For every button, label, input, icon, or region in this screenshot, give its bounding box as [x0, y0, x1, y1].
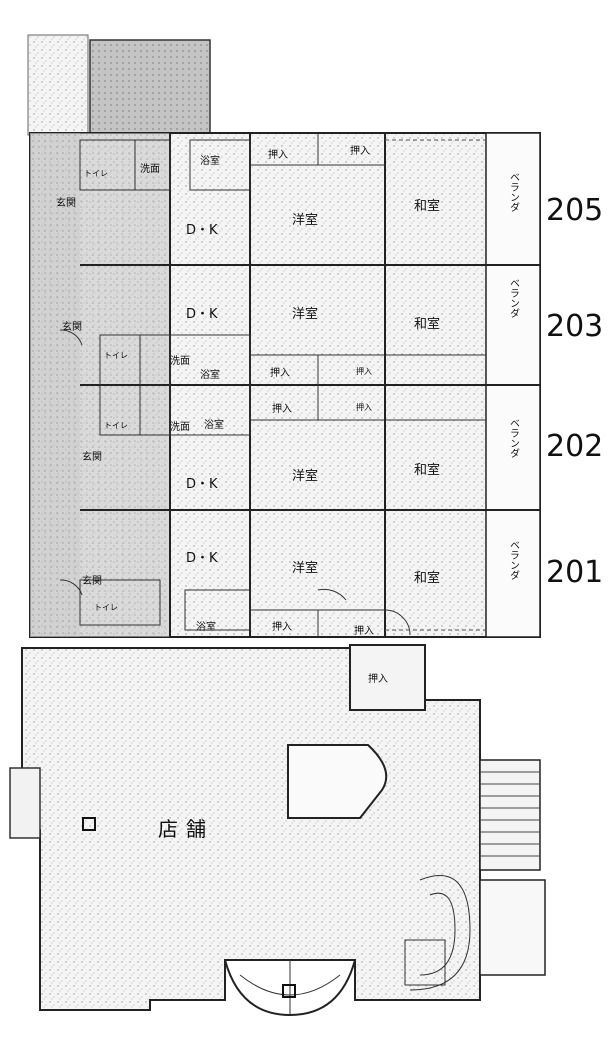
label-dk-203: D・K	[186, 307, 218, 322]
label-toilet-201: トイレ	[94, 603, 118, 612]
label-oshiire-201b: 押入	[354, 624, 374, 637]
top-left-wall-block	[27, 34, 89, 136]
shop-counter	[287, 744, 388, 819]
left-corridor	[30, 133, 80, 637]
label-dk-202: D・K	[186, 477, 218, 492]
top-stair-block	[89, 39, 211, 136]
label-washitsu-203: 和室	[414, 316, 440, 332]
label-yokushitsu-203: 浴室	[200, 368, 220, 381]
right-stair-block	[479, 759, 541, 871]
label-washitsu-201: 和室	[414, 570, 440, 586]
label-dk-201: D・K	[186, 551, 218, 566]
label-oshiire-stair: 押入	[368, 672, 388, 685]
label-oshiire-205b: 押入	[350, 144, 370, 157]
label-veranda-205: ベランダ	[508, 172, 520, 212]
shop-left-bump	[9, 767, 41, 839]
unit-number-202: 202	[546, 429, 603, 464]
label-oshiire-202a: 押入	[272, 402, 292, 415]
label-oshiire-203b: 押入	[356, 366, 372, 376]
label-youshitsu-202: 洋室	[292, 468, 318, 484]
unit-number-205: 205	[546, 193, 603, 228]
label-yokushitsu-202: 浴室	[204, 418, 224, 431]
unit-number-203: 203	[546, 309, 603, 344]
stair-closet	[349, 644, 426, 711]
label-oshiire-205a: 押入	[268, 148, 288, 161]
label-yokushitsu-201: 浴室	[196, 620, 216, 633]
label-genkan-201: 玄関	[82, 574, 102, 587]
label-oshiire-201a: 押入	[272, 620, 292, 633]
label-veranda-202: ベランダ	[508, 418, 520, 458]
label-youshitsu-205: 洋室	[292, 212, 318, 228]
label-genkan-203: 玄関	[62, 320, 82, 333]
label-toilet-202: トイレ	[104, 421, 128, 430]
label-senmen-203: 洗面	[170, 355, 190, 367]
label-genkan-202: 玄関	[82, 450, 102, 463]
label-washitsu-202: 和室	[414, 462, 440, 478]
label-yokushitsu-205: 浴室	[200, 154, 220, 167]
label-oshiire-202b: 押入	[356, 402, 372, 412]
label-youshitsu-203: 洋室	[292, 306, 318, 322]
label-veranda-203: ベランダ	[508, 278, 520, 318]
utility-room	[479, 879, 546, 976]
label-tenpo: 店舗	[158, 817, 214, 841]
label-genkan-205: 玄関	[56, 196, 76, 209]
unit-number-201: 201	[546, 555, 603, 590]
label-washitsu-205: 和室	[414, 198, 440, 214]
label-dk-205: D・K	[186, 223, 218, 238]
label-toilet-205: トイレ	[84, 169, 108, 178]
label-youshitsu-201: 洋室	[292, 560, 318, 576]
label-veranda-201: ベランダ	[508, 540, 520, 580]
label-toilet-203: トイレ	[104, 351, 128, 360]
label-senmen-205: 洗面	[140, 163, 160, 175]
label-senmen-202: 洗面	[170, 421, 190, 433]
label-oshiire-203a: 押入	[270, 366, 290, 379]
